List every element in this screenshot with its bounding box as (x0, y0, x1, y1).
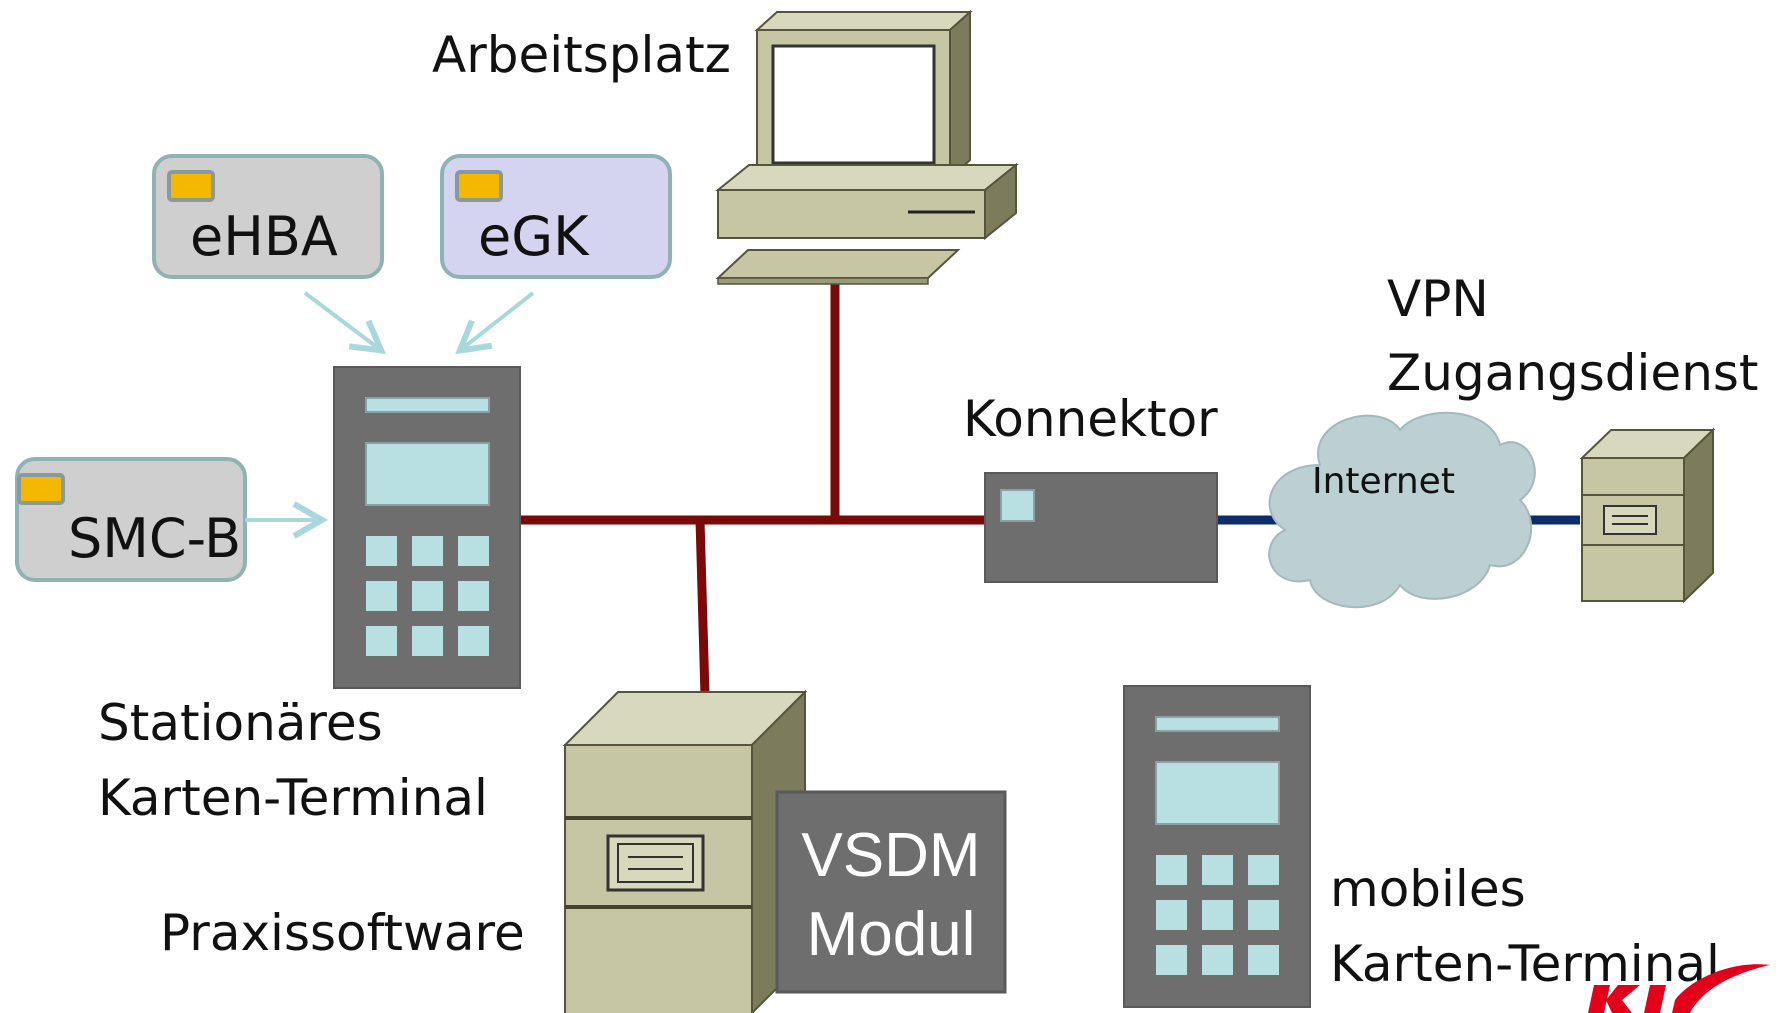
vpn-label-line2: Zugangsdienst (1387, 344, 1759, 402)
egk-label: eGK (478, 205, 590, 268)
ehba-label: eHBA (190, 205, 338, 268)
card-ehba: eHBA (152, 154, 384, 279)
workstation-label: Arbeitsplatz (432, 26, 731, 84)
smart-card-chip-icon (17, 473, 65, 505)
server-tower-icon (1579, 427, 1716, 604)
smcb-label: SMC-B (68, 507, 241, 570)
lan-lines (518, 280, 985, 696)
internet-label: Internet (1312, 461, 1455, 502)
stationary-terminal-label-line2: Karten-Terminal (98, 769, 488, 827)
connector-label: Konnektor (963, 390, 1218, 448)
mobile-terminal-label-line2: Karten-Terminal (1330, 935, 1720, 993)
vsdm-label-line2: Modul (807, 900, 976, 969)
corner-logo-icon (1588, 964, 1770, 1013)
practice-software-label: Praxissoftware (160, 904, 525, 962)
arrow-egk (455, 291, 535, 355)
card-smcb: SMC-B (15, 457, 247, 582)
card-terminal-icon (333, 366, 521, 689)
server-link (695, 519, 710, 696)
card-egk: eGK (440, 154, 672, 279)
practice-server-icon (562, 689, 808, 1013)
card-arrows (245, 291, 535, 539)
arrow-ehba (303, 291, 387, 355)
cloud-icon (1268, 411, 1536, 609)
mobile-terminal-label-line1: mobiles (1330, 860, 1526, 918)
desktop-computer-icon (715, 9, 1019, 285)
smart-card-chip-icon (455, 170, 503, 202)
connector-device-icon (984, 472, 1218, 583)
mobile-card-terminal-icon (1123, 685, 1311, 1008)
smart-card-chip-icon (167, 170, 215, 202)
vsdm-module: VSDM Modul (775, 790, 1007, 994)
vpn-label-line1: VPN (1387, 270, 1489, 328)
stationary-terminal-label-line1: Stationäres (98, 694, 383, 752)
vsdm-label-line1: VSDM (801, 821, 980, 890)
